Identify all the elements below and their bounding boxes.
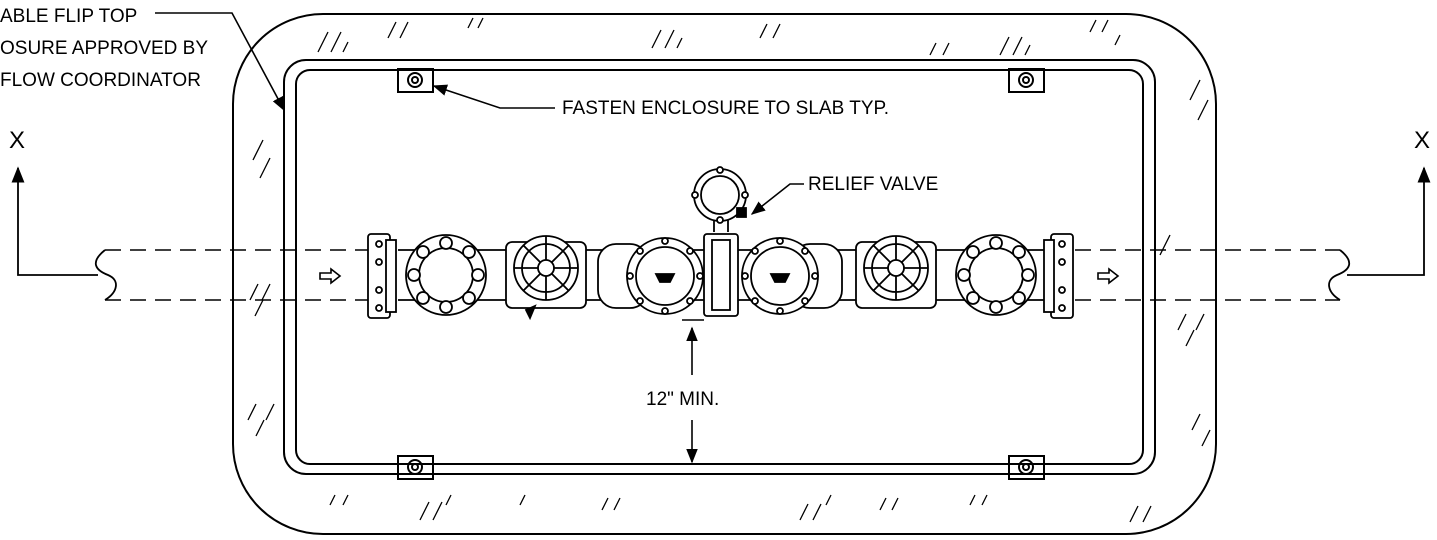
gate-valve-left (505, 235, 587, 321)
callout-clearance: 12" MIN. (646, 389, 719, 410)
callout-relief-valve: RELIEF VALVE (808, 174, 938, 195)
slab-hatching (247, 17, 1211, 523)
concrete-slab (232, 13, 1217, 535)
section-indicators (11, 166, 1431, 276)
callout-enclosure-line1: ABLE FLIP TOP (0, 6, 137, 27)
leader-fasten (432, 84, 555, 109)
flange-left (367, 233, 397, 319)
leader-relief-valve (750, 183, 804, 215)
pipe-break-ends (95, 249, 1350, 301)
leaders (155, 12, 804, 464)
flow-arrows (319, 267, 1120, 285)
callout-fasten: FASTEN ENCLOSURE TO SLAB TYP. (562, 98, 889, 119)
fastener-top-left (397, 68, 434, 93)
flow-arrow-left (319, 267, 342, 285)
section-label-left: X (9, 127, 25, 154)
flow-arrow-right (1097, 267, 1120, 285)
fastener-brackets (397, 68, 1045, 480)
elbow-flange-right (955, 234, 1037, 316)
flange-right (1043, 233, 1074, 319)
gate-valve-right (855, 235, 937, 309)
enclosure (283, 59, 1156, 475)
relief-valve-body (691, 166, 749, 317)
elbow-flange-left (405, 234, 487, 316)
fastener-top-right (1008, 68, 1045, 93)
backflow-assembly (367, 166, 1074, 321)
fastener-bottom-right (1008, 455, 1045, 480)
fastener-bottom-left (397, 455, 434, 480)
section-label-right: X (1414, 127, 1430, 154)
check-valve-right (741, 237, 843, 315)
callout-enclosure-line2: OSURE APPROVED BY (0, 38, 208, 59)
pipe-dashed (105, 249, 1340, 301)
leader-enclosure (155, 12, 285, 112)
check-valve-left (597, 237, 704, 315)
callout-enclosure-line3: FLOW COORDINATOR (0, 70, 201, 91)
